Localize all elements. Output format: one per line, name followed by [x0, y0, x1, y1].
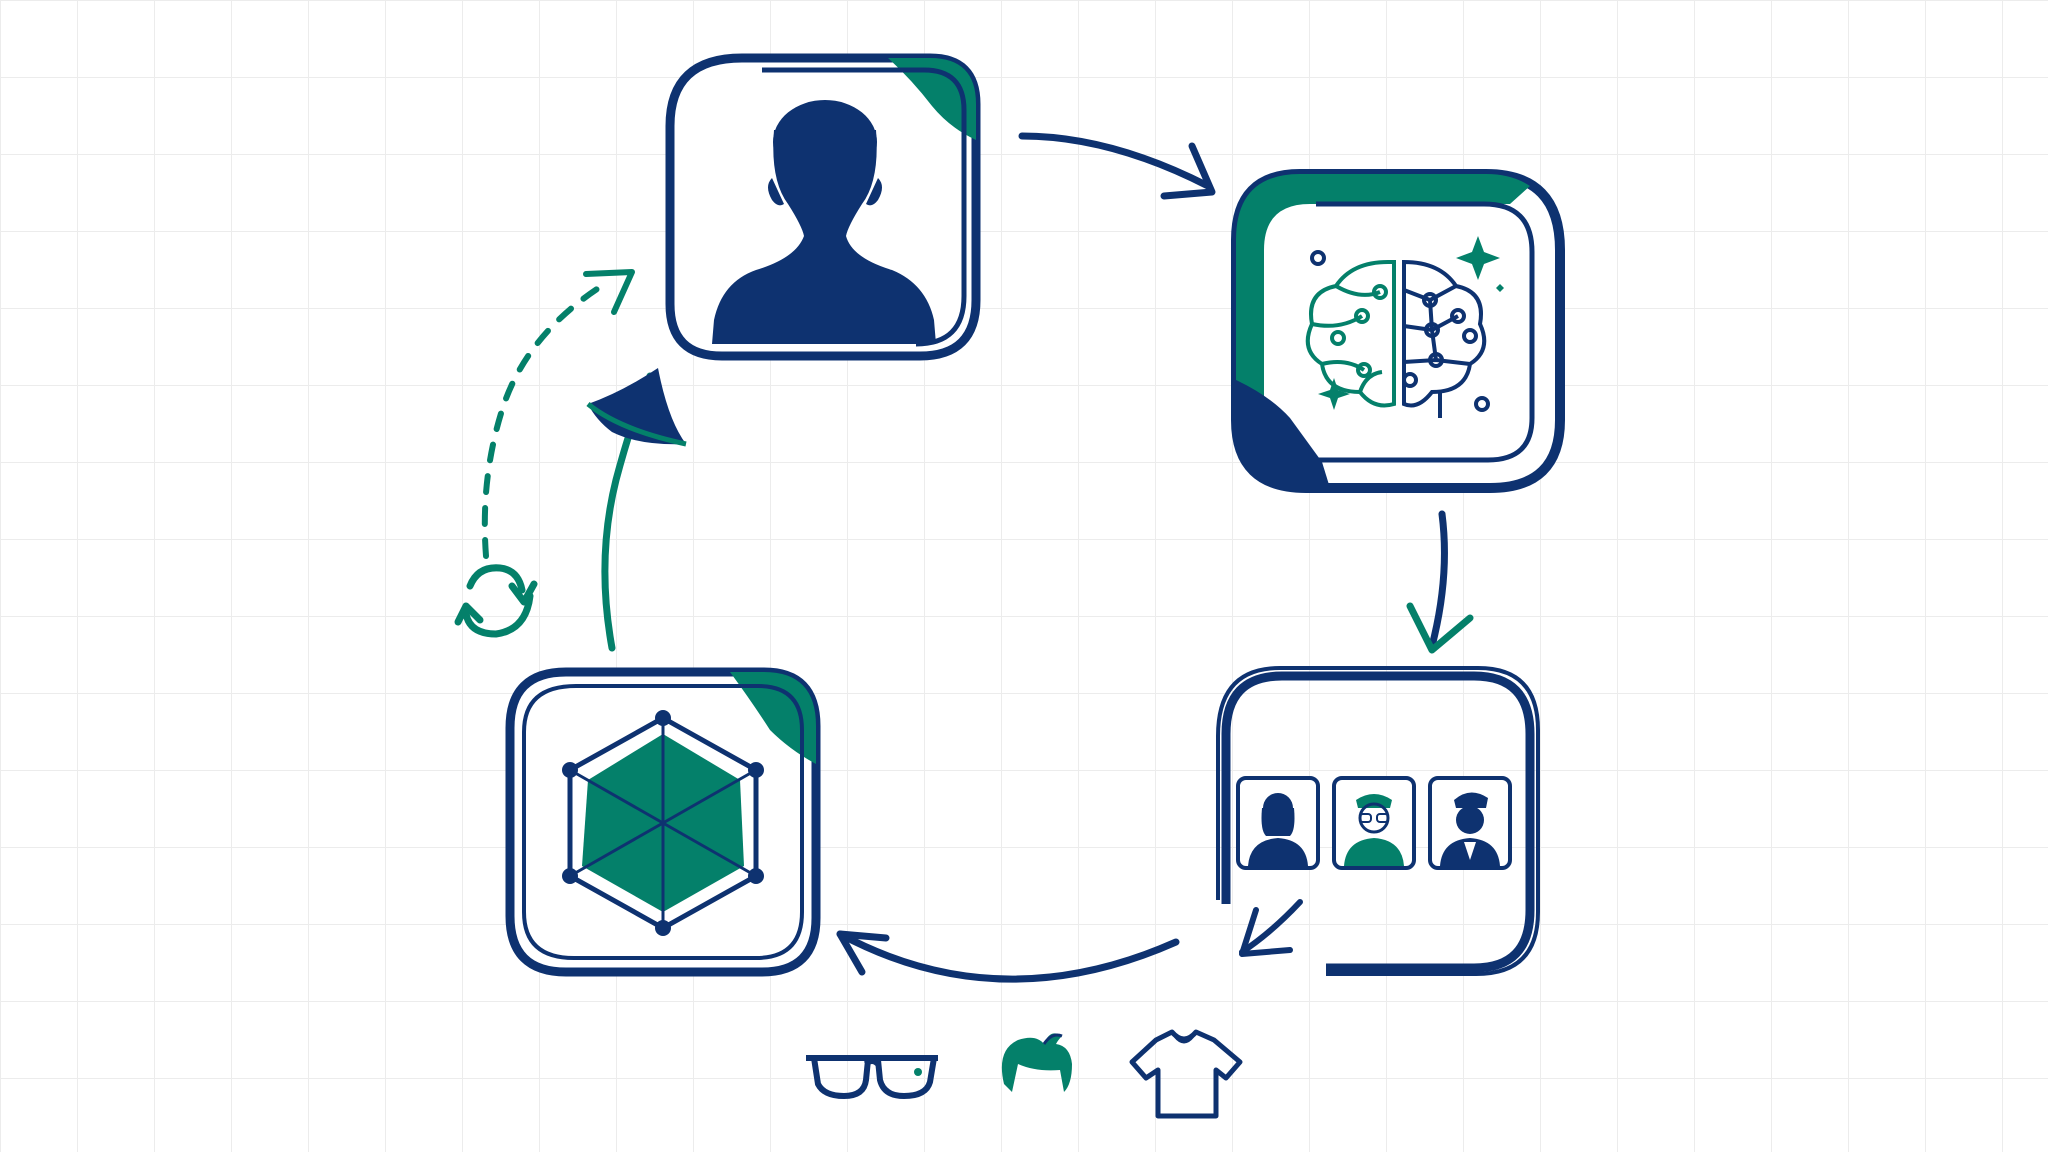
node-model-card [505, 667, 821, 977]
node-variants-card [1216, 666, 1540, 976]
avatar-variant-2 [1332, 776, 1416, 870]
person-silhouette-icon [712, 100, 936, 344]
arrow-ai-to-variants [1406, 510, 1474, 654]
avatar-variant-1 [1236, 776, 1320, 870]
node-ai-card [1231, 169, 1565, 493]
sparkle-icon [1318, 236, 1504, 410]
arrow-variants-inner [1239, 899, 1303, 957]
dashed-arrow-feedback [481, 269, 635, 559]
tshirt-icon [1129, 1029, 1243, 1119]
arrow-model-to-user [586, 368, 687, 652]
refresh-cycle-icon [454, 564, 538, 638]
node-user-card [665, 53, 981, 361]
arrow-user-to-ai [1018, 132, 1216, 200]
glasses-icon [806, 1055, 938, 1099]
hair-icon [1001, 1033, 1072, 1092]
ai-brain-circuit-icon [1305, 250, 1490, 418]
hexagon-network-icon [562, 710, 764, 936]
arrow-variants-to-model [836, 930, 1180, 983]
avatar-variant-3 [1428, 776, 1512, 870]
